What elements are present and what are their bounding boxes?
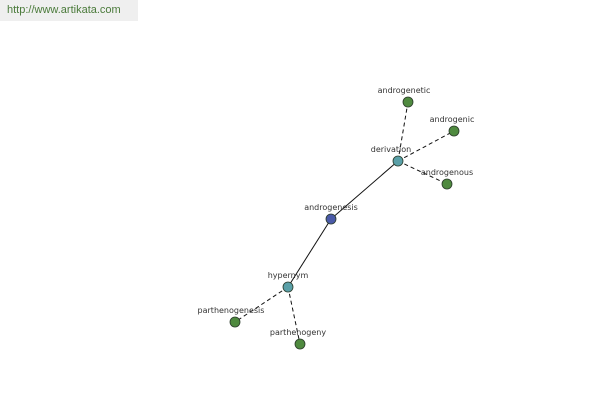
node-label-androgenous: androgenous bbox=[421, 168, 473, 177]
node-dot-androgenic[interactable] bbox=[448, 125, 460, 137]
node-dot-hypernym[interactable] bbox=[282, 281, 294, 293]
nodes-layer: androgenesis derivation hypernym androgenet… bbox=[198, 86, 475, 350]
node-androgenous[interactable]: androgenous bbox=[421, 168, 473, 190]
node-dot-androgenesis[interactable] bbox=[325, 213, 337, 225]
node-label-androgenetic: androgenetic bbox=[378, 86, 431, 95]
node-label-androgenic: androgenic bbox=[430, 115, 475, 124]
node-androgenesis[interactable]: androgenesis bbox=[304, 203, 358, 225]
watermark-url: http://www.artikata.com bbox=[0, 0, 138, 21]
edge-androgenesis-derivation bbox=[330, 160, 399, 220]
node-dot-androgenetic[interactable] bbox=[402, 96, 414, 108]
node-androgenetic[interactable]: androgenetic bbox=[378, 86, 431, 108]
node-dot-derivation[interactable] bbox=[392, 155, 404, 167]
edge-derivation-androgenic bbox=[397, 130, 455, 162]
node-label-derivation: derivation bbox=[371, 145, 411, 154]
node-dot-androgenous[interactable] bbox=[441, 178, 453, 190]
node-label-parthenogenesis: parthenogenesis bbox=[198, 306, 265, 315]
edge-hypernym-parthenogeny bbox=[287, 286, 301, 345]
node-androgenic[interactable]: androgenic bbox=[430, 115, 475, 137]
edge-androgenesis-hypernym bbox=[287, 218, 332, 288]
node-label-parthenogeny: parthenogeny bbox=[270, 328, 326, 337]
node-label-androgenesis: androgenesis bbox=[304, 203, 358, 212]
node-hypernym[interactable]: hypernym bbox=[268, 271, 309, 293]
edge-derivation-androgenous bbox=[397, 160, 448, 185]
node-derivation[interactable]: derivation bbox=[371, 145, 411, 167]
node-label-hypernym: hypernym bbox=[268, 271, 309, 280]
edges-layer bbox=[234, 101, 455, 345]
node-dot-parthenogenesis[interactable] bbox=[229, 316, 241, 328]
node-parthenogenesis[interactable]: parthenogenesis bbox=[198, 306, 265, 328]
edge-derivation-androgenetic bbox=[397, 101, 409, 162]
node-parthenogeny[interactable]: parthenogeny bbox=[270, 328, 326, 350]
node-dot-parthenogeny[interactable] bbox=[294, 338, 306, 350]
edge-hypernym-parthenogenesis bbox=[234, 286, 289, 323]
